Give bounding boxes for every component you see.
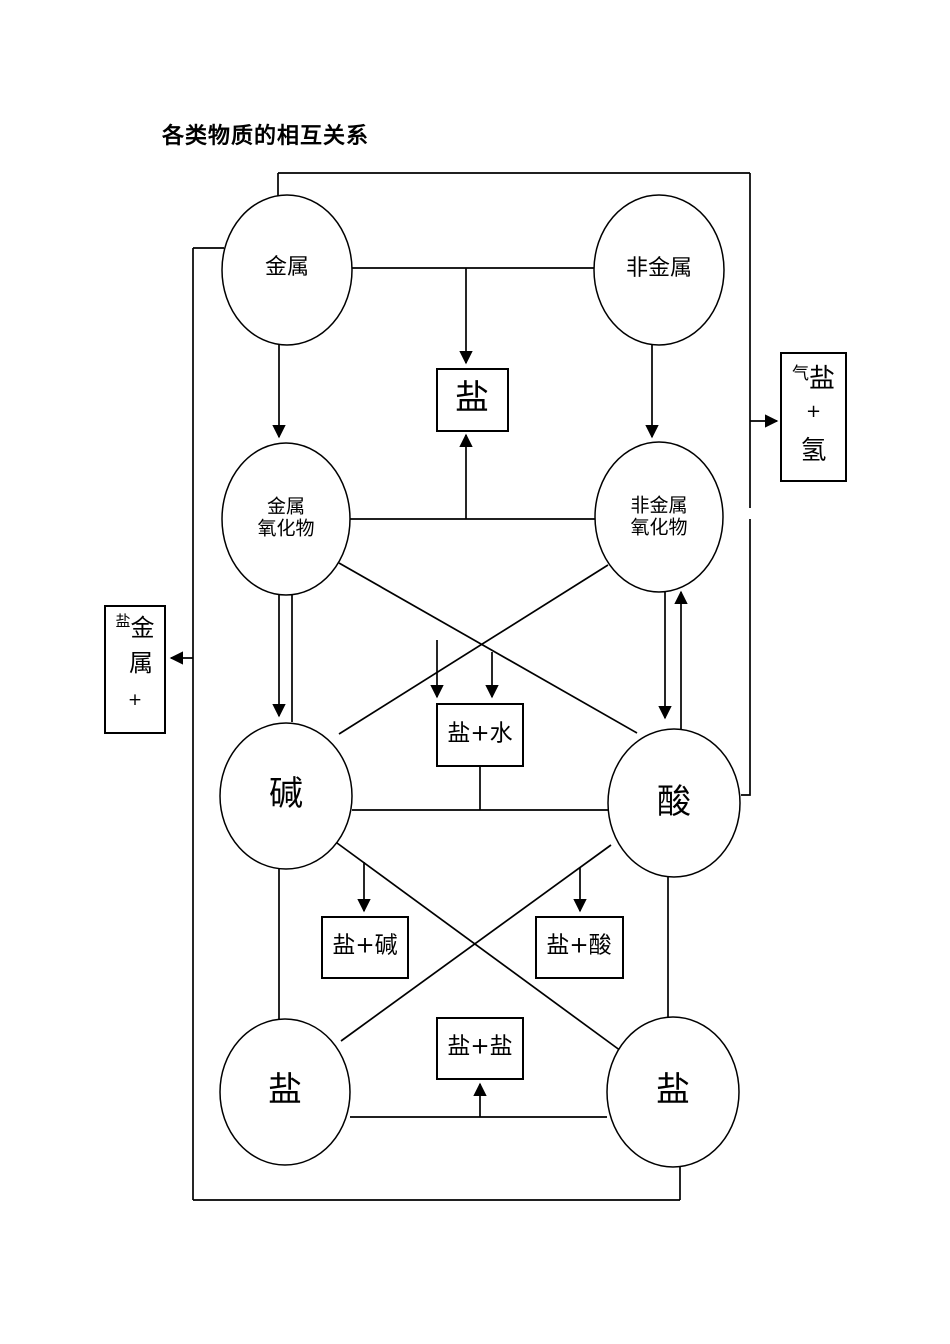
nonmetal-ellipse [593,194,725,346]
acid-label: 酸 [657,781,691,822]
connector-lines [169,172,779,1201]
metal-salt-plus: + [127,690,143,710]
base-label: 碱 [269,773,303,814]
nonmetal-oxide-line2: 氧化物 [630,517,688,539]
metal-oxide-line2: 氧化物 [257,518,315,540]
salt-bottom-right-label: 盐 [656,1069,690,1110]
salt-hydrogen-small-char: 气 [791,364,809,384]
base-ellipse [219,722,353,870]
salt-box-label: 盐 [455,377,489,418]
metal-salt-char1: 金 [130,614,155,642]
salt-salt-box [436,1017,524,1080]
nonmetal-oxide-line1: 非金属 [630,494,688,517]
salt-base-label: 盐+碱 [332,932,398,959]
diag-acid-to-salt-left [340,844,612,1042]
diag-metal-oxide-to-acid [338,562,638,734]
metal-label: 金属 [264,255,310,281]
diag-base-to-salt-right [336,842,622,1052]
salt-hydrogen-plus: + [805,401,822,422]
salt-salt-label: 盐+盐 [447,1033,513,1060]
metal-ellipse [221,194,353,346]
salt-base-box [321,916,409,979]
salt-water-label: 盐+水 [447,720,513,747]
salt-box [436,368,509,432]
metal-salt-char2: 属 [129,649,153,677]
salt-water-box [436,703,524,767]
salt-acid-label: 盐+酸 [546,932,612,959]
metal-oxide-line1: 金属 [266,495,306,518]
metal-oxide-label: 金属 氧化物 [257,496,314,541]
acid-ellipse [607,728,741,878]
salt-hydrogen-box-label: 气盐 + 氢 [781,353,846,481]
metal-salt-small-char: 盐 [115,612,131,630]
salt-bottom-left-label: 盐 [268,1069,302,1110]
frame-right-lower [741,519,751,796]
metal-oxide-ellipse [221,442,351,596]
nonmetal-oxide-label: 非金属 氧化物 [630,495,687,540]
salt-hydrogen-char1: 盐 [808,364,835,394]
node-shapes [104,194,847,1168]
salt-hydrogen-row1: 气盐 [792,358,835,395]
diag-nonmetal-oxide-to-base [338,564,609,735]
nonmetal-oxide-ellipse [594,441,724,593]
page-title: 各类物质的相互关系 [162,124,370,149]
salt-bottom-left-ellipse [219,1018,351,1166]
metal-salt-box-label: 盐金 属 + [105,606,165,733]
metal-salt-row1: 盐金 [115,608,154,643]
nonmetal-label: 非金属 [625,256,693,282]
salt-bottom-right-ellipse [606,1016,740,1168]
metal-salt-box [104,605,166,734]
salt-acid-box [535,916,624,979]
salt-hydrogen-char2: 氢 [800,436,827,466]
salt-hydrogen-box [780,352,847,482]
